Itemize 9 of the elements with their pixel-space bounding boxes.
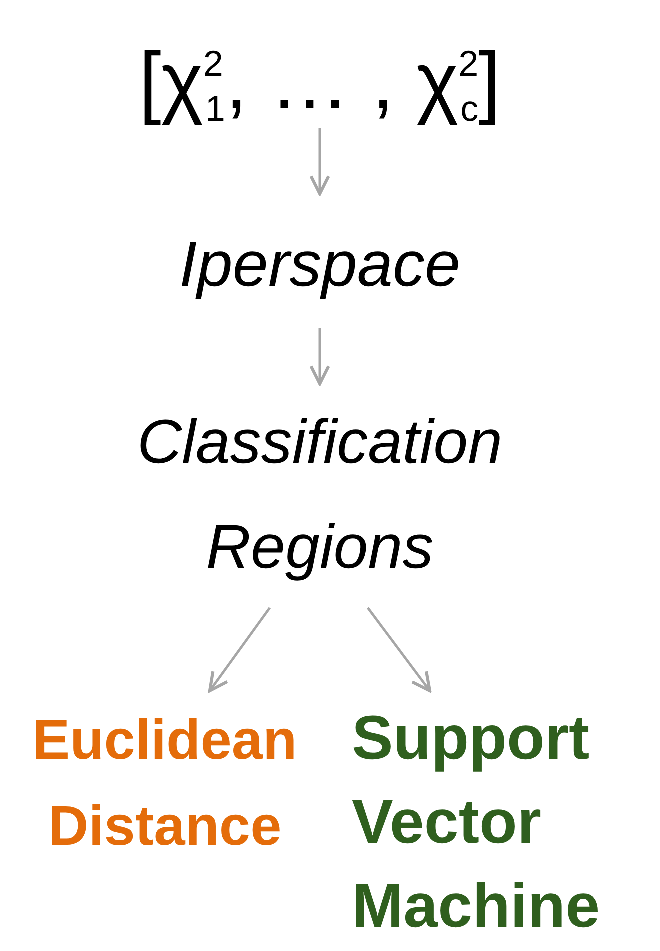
method-text: Support Vector Machine [352,703,602,943]
arrow [310,328,330,386]
formula-text: [χ$^{2}$$_{1}$, … , χ$^{2}$$_{c}$] [138,35,502,131]
arrow [208,607,272,693]
arrow [367,607,432,693]
arrow [310,128,330,196]
method-text: Euclidean Distance [32,707,298,859]
step-text: Classification Regions [136,407,504,584]
step-text: Iperspace [178,227,462,302]
